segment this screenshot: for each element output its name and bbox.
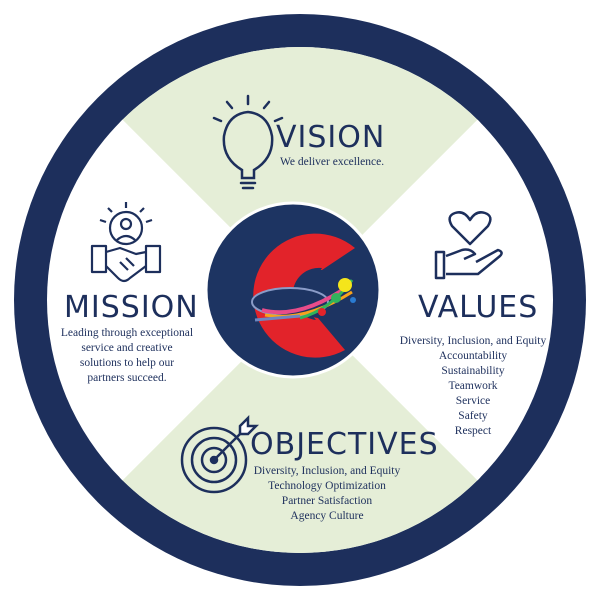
objectives-item: Diversity, Inclusion, and Equity [253, 465, 401, 477]
mission-text: Leading through exceptional service and … [52, 326, 202, 386]
mission-line: partners succeed. [87, 372, 167, 384]
values-item: Diversity, Inclusion, and Equity [399, 335, 547, 347]
mission-line: service and creative [81, 342, 173, 354]
handshake-gear-icon [90, 202, 162, 283]
values-item: Accountability [438, 350, 508, 362]
vision-text: We deliver excellence. [280, 156, 385, 168]
vision-title: VISION [276, 120, 386, 155]
objectives-item: Partner Satisfaction [281, 495, 373, 507]
objectives-quadrant [121, 300, 479, 554]
vision-quadrant [121, 46, 479, 300]
target-arrow-icon [180, 414, 260, 494]
objectives-item: Agency Culture [290, 510, 364, 522]
values-item: Sustainability [441, 365, 505, 377]
lightbulb-icon [212, 94, 284, 190]
mission-line: solutions to help our [79, 357, 175, 369]
objectives-item: Technology Optimization [268, 480, 386, 492]
mission-title: MISSION [64, 290, 199, 325]
values-item: Service [455, 395, 491, 407]
values-item: Respect [454, 425, 492, 437]
objectives-title: OBJECTIVES [250, 427, 439, 462]
colorado-c-logo [251, 233, 356, 358]
values-list: Diversity, Inclusion, and Equity Account… [398, 334, 548, 439]
mission-line: Leading through exceptional [60, 327, 194, 339]
objectives-list: Diversity, Inclusion, and Equity Technol… [252, 464, 402, 524]
heart-in-hand-icon [434, 211, 503, 280]
values-item: Safety [458, 410, 488, 422]
values-item: Teamwork [448, 380, 498, 392]
values-title: VALUES [418, 290, 539, 325]
